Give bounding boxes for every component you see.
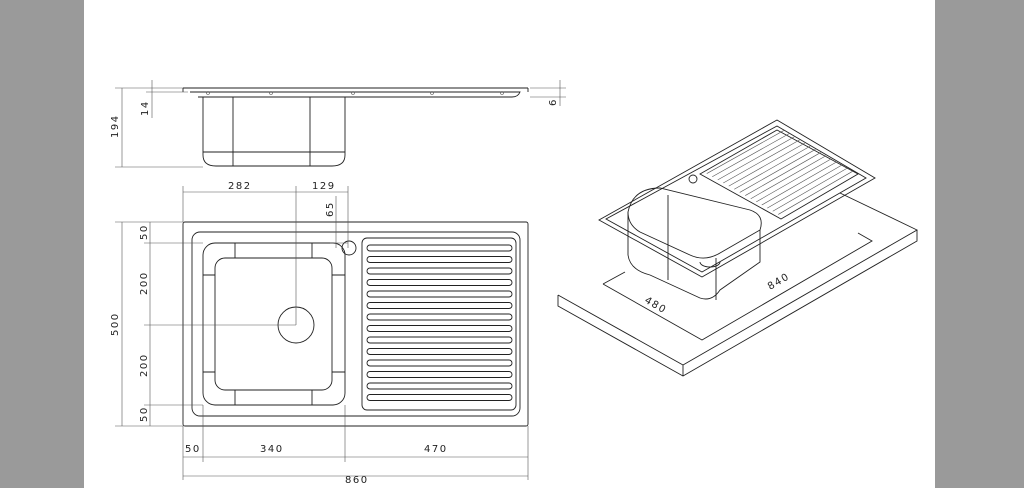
side-view: 194 14 6: [110, 80, 566, 168]
drainboard-rib: [366, 256, 513, 263]
isometric-view: 480 840: [557, 119, 918, 377]
drainboard-rib: [366, 244, 513, 252]
dim-height: 194: [110, 114, 121, 138]
iso-drainboard-rib: [750, 155, 827, 199]
iso-drainboard-rib: [739, 149, 816, 193]
drainboard-rib: [366, 336, 513, 344]
iso-drainboard-rib: [778, 171, 853, 215]
dim-thickness: 6: [548, 98, 559, 106]
drainboard-rib: [366, 279, 513, 286]
iso-drainboard-rib: [723, 139, 800, 184]
dim-left-200-lower: 200: [139, 353, 150, 377]
drainboard-rib: [366, 302, 513, 309]
bowl-body: [627, 195, 761, 300]
iso-tap-hole: [688, 174, 698, 184]
dim-340: 340: [260, 444, 284, 455]
dim-65: 65: [325, 201, 336, 217]
countertop: [557, 192, 918, 377]
drainboard-rib: [366, 382, 513, 390]
dim-470: 470: [424, 444, 448, 455]
drainboard-rib: [366, 394, 513, 401]
drainboard-rib: [366, 371, 513, 378]
iso-drainboard-rib: [772, 168, 848, 212]
dim-282: 282: [228, 181, 252, 192]
dim-500: 500: [110, 312, 121, 336]
iso-drainboard-rib: [756, 158, 832, 203]
iso-drainboard-rib: [712, 133, 790, 177]
drainboard-rib: [366, 325, 513, 332]
iso-drainboard-rib: [728, 142, 805, 187]
plan-view: 282 129 65 50 200 200 50 500 50 340 470 …: [110, 181, 529, 486]
iso-drainboard-rib: [717, 136, 795, 181]
iso-drainboard-rib: [706, 130, 784, 174]
dim-129: 129: [312, 181, 336, 192]
dim-860: 860: [345, 475, 369, 486]
tap-hole: [341, 240, 357, 256]
drainboard-rib: [366, 290, 513, 298]
document-page: [84, 0, 935, 488]
sink-rim: [598, 119, 876, 278]
cutout: [602, 232, 873, 341]
drainboard-rib: [366, 267, 513, 275]
iso-drainboard-rib: [761, 161, 837, 206]
iso-drainboard-rib: [767, 164, 842, 209]
dim-bottom-50: 50: [185, 444, 201, 455]
bowl-top: [627, 187, 762, 259]
drainboard-rib: [366, 348, 513, 355]
drainboard-rib: [366, 313, 513, 321]
dim-left-50-top: 50: [139, 224, 150, 240]
iso-drainboard: [699, 129, 859, 220]
dim-left-200-upper: 200: [139, 271, 150, 295]
iso-drainboard-rib: [734, 146, 811, 190]
drainboard-ribs: [366, 244, 513, 401]
drainboard-rib: [366, 359, 513, 367]
iso-drainboard-rib: [745, 152, 821, 196]
dim-rim: 14: [140, 100, 151, 116]
dim-left-50-bottom: 50: [139, 406, 150, 422]
